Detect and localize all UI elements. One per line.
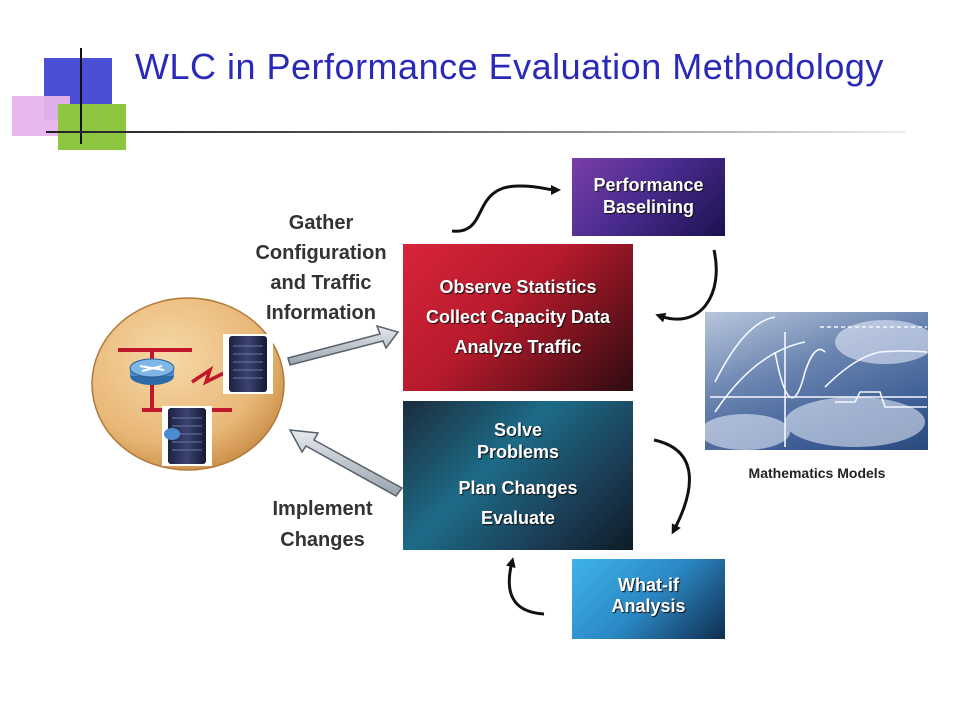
implement-line-1: Implement: [272, 498, 373, 520]
server-icon: [223, 334, 273, 394]
mathematics-models-image: [705, 312, 928, 450]
gather-line-4: Information: [266, 302, 376, 324]
implement-arrow: [288, 429, 404, 497]
what-if-analysis-box: What-if Analysis: [572, 559, 725, 639]
graph-curves-icon: [705, 316, 928, 450]
decor-square-green: [58, 104, 126, 150]
network-globe-illustration: [91, 297, 285, 471]
solve-problems-box: Solve Problems Plan Changes Evaluate: [403, 401, 633, 550]
whatif-line-2: Analysis: [611, 596, 686, 616]
title-underline: [46, 131, 906, 133]
solve-line-3: Plan Changes: [458, 478, 578, 498]
gather-line-2: Configuration: [255, 242, 387, 264]
decor-vertical-line: [80, 48, 82, 144]
performance-line-1: Performance: [593, 175, 704, 195]
implement-changes-label: Implement Changes: [240, 494, 405, 556]
gather-info-label: Gather Configuration and Traffic Informa…: [236, 208, 406, 328]
gather-line-1: Gather: [288, 212, 354, 234]
solve-line-2: Problems: [476, 442, 560, 462]
observe-line-3: Analyze Traffic: [454, 337, 582, 357]
mathematics-models-caption: Mathematics Models: [748, 465, 886, 481]
router-icon: [129, 358, 175, 385]
gather-line-3: and Traffic: [270, 272, 372, 294]
gather-arrow: [287, 324, 400, 366]
performance-baselining-box: Performance Baselining: [572, 158, 725, 236]
router-icon: [164, 428, 180, 440]
performance-line-2: Baselining: [602, 197, 695, 217]
curved-arrow-icon: [451, 184, 718, 616]
server-icon: [162, 406, 212, 466]
whatif-line-1: What-if: [618, 575, 679, 595]
slide-title: WLC in Performance Evaluation Methodolog…: [135, 46, 884, 87]
observe-statistics-box: Observe Statistics Collect Capacity Data…: [403, 244, 633, 391]
observe-line-2: Collect Capacity Data: [425, 307, 611, 327]
solve-line-4: Evaluate: [480, 508, 556, 528]
implement-line-2: Changes: [280, 529, 365, 551]
solve-line-1: Solve: [493, 420, 543, 440]
observe-line-1: Observe Statistics: [439, 277, 597, 297]
